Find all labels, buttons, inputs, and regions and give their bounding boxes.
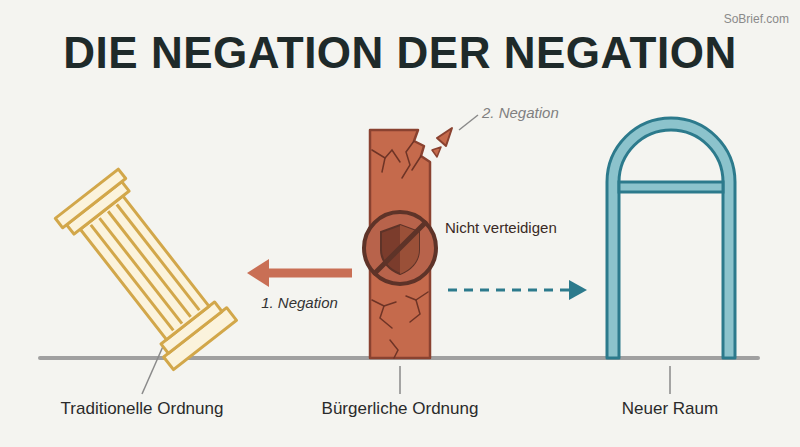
leader-line bbox=[399, 366, 401, 394]
arch-illustration bbox=[607, 118, 735, 358]
node-label: Neuer Raum bbox=[622, 399, 718, 419]
annotation-label: Nicht verteidigen bbox=[445, 219, 557, 236]
callout-label: 2. Negation bbox=[482, 104, 559, 121]
diagram-title: DIE NEGATION DER NEGATION bbox=[0, 28, 800, 78]
node-label: Traditionelle Ordnung bbox=[61, 399, 224, 419]
wall-illustration bbox=[364, 128, 452, 358]
column-illustration bbox=[55, 169, 236, 370]
arrow-head bbox=[569, 280, 587, 300]
leader-line bbox=[669, 366, 671, 394]
column-node: Traditionelle Ordnung bbox=[55, 185, 245, 357]
node-label: Bürgerliche Ordnung bbox=[322, 399, 479, 419]
wall-node: Bürgerliche Ordnung bbox=[370, 130, 430, 358]
watermark: SoBrief.com bbox=[724, 12, 789, 26]
negation-arrow bbox=[247, 259, 352, 287]
leader-line bbox=[459, 115, 478, 130]
connector-line bbox=[268, 269, 352, 278]
edge-label: 1. Negation bbox=[258, 294, 341, 311]
arrow-head bbox=[247, 259, 269, 287]
connector-line bbox=[448, 289, 570, 292]
doorway-node: Neuer Raum bbox=[607, 118, 735, 358]
dashed-arrow bbox=[448, 280, 587, 300]
